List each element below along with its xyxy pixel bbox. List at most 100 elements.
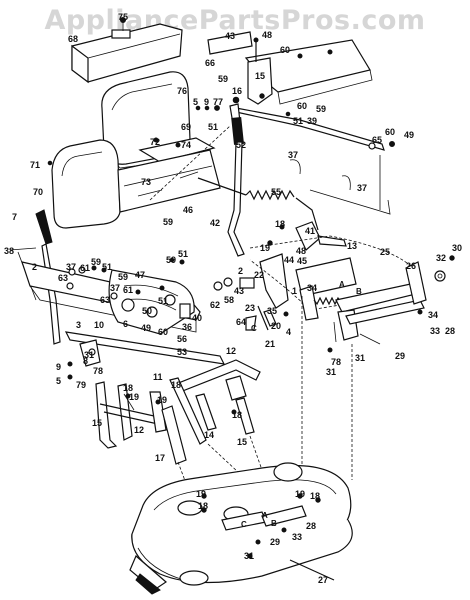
callout-56: 56: [177, 334, 187, 344]
callout-7: 7: [12, 212, 17, 222]
callout-B: B: [356, 287, 362, 296]
callout-41: 41: [305, 226, 315, 236]
callout-59: 59: [166, 255, 176, 265]
callout-72: 72: [150, 137, 160, 147]
callout-5: 5: [56, 376, 61, 386]
lift-lever: [149, 103, 245, 257]
callout-69: 69: [181, 122, 191, 132]
callout-37: 37: [110, 283, 120, 293]
callout-59: 59: [316, 104, 326, 114]
callout-60: 60: [280, 45, 290, 55]
watermark: AppliancePartsPros.com: [44, 5, 425, 36]
callout-73: 73: [141, 177, 151, 187]
callout-26: 26: [406, 261, 416, 271]
pivot-assembly: [213, 253, 289, 331]
callout-2: 2: [238, 266, 243, 276]
callout-44: 44: [284, 255, 294, 265]
callout-37: 37: [288, 150, 298, 160]
callout-37: 37: [357, 183, 367, 193]
callout-31: 31: [84, 350, 94, 360]
callout-71: 71: [30, 160, 40, 170]
callout-38: 38: [4, 246, 14, 256]
callout-37: 37: [66, 262, 76, 272]
callout-16: 16: [232, 86, 242, 96]
callout-77: 77: [213, 97, 223, 107]
callout-8: 8: [83, 356, 88, 366]
callout-45: 45: [297, 256, 307, 266]
callout-34: 34: [307, 283, 317, 293]
callout-79: 79: [76, 380, 86, 390]
callout-15: 15: [237, 437, 247, 447]
spring-linkage: [197, 155, 391, 251]
callout-19: 19: [129, 392, 139, 402]
callout-18: 18: [171, 380, 181, 390]
callout-34: 34: [428, 310, 438, 320]
callout-48: 48: [262, 30, 272, 40]
callout-27: 27: [318, 575, 328, 585]
callout-74: 74: [181, 140, 191, 150]
callout-12: 12: [226, 346, 236, 356]
callout-68: 68: [68, 34, 78, 44]
callout-49: 49: [404, 130, 414, 140]
callout-64: 64: [236, 317, 246, 327]
callout-35: 35: [267, 306, 277, 316]
callout-59: 59: [91, 257, 101, 267]
callout-51: 51: [293, 116, 303, 126]
callout-A: A: [262, 511, 268, 520]
callout-29: 29: [270, 537, 280, 547]
seat-assembly: [47, 17, 221, 229]
callout-28: 28: [445, 326, 455, 336]
callout-23: 23: [245, 303, 255, 313]
lower-linkage: [64, 331, 261, 465]
callout-39: 39: [307, 116, 317, 126]
callout-18: 18: [275, 219, 285, 229]
callout-31: 31: [326, 367, 336, 377]
callout-C: C: [241, 520, 247, 529]
callout-53: 53: [177, 347, 187, 357]
callout-76: 76: [177, 86, 187, 96]
callout-19: 19: [260, 243, 270, 253]
callout-5: 5: [193, 97, 198, 107]
callout-60: 60: [158, 327, 168, 337]
callout-18: 18: [123, 383, 133, 393]
callout-58: 58: [224, 295, 234, 305]
callout-78: 78: [93, 366, 103, 376]
mower-deck: [129, 462, 353, 595]
callout-22: 22: [254, 270, 264, 280]
callout-60: 60: [385, 127, 395, 137]
callout-30: 30: [452, 243, 462, 253]
callout-9: 9: [56, 362, 61, 372]
callout-51: 51: [102, 262, 112, 272]
callout-42: 42: [210, 218, 220, 228]
callout-4: 4: [286, 327, 291, 337]
callout-18: 18: [310, 491, 320, 501]
callout-10: 10: [94, 320, 104, 330]
callout-18: 18: [232, 410, 242, 420]
callout-52: 52: [236, 140, 246, 150]
callout-9: 9: [204, 97, 209, 107]
callout-11: 11: [153, 372, 163, 382]
callout-60: 60: [297, 101, 307, 111]
callout-21: 21: [265, 339, 275, 349]
callout-19: 19: [295, 489, 305, 499]
callout-65: 65: [372, 135, 382, 145]
callout-50: 50: [142, 306, 152, 316]
callout-62: 62: [210, 300, 220, 310]
callout-75: 75: [118, 12, 128, 22]
callout-59: 59: [218, 74, 228, 84]
callout-63: 63: [100, 295, 110, 305]
callout-17: 17: [155, 453, 165, 463]
callout-32: 32: [436, 253, 446, 263]
callout-51: 51: [158, 296, 168, 306]
callout-43: 43: [234, 286, 244, 296]
callout-29: 29: [395, 351, 405, 361]
callout-59: 59: [118, 272, 128, 282]
callout-40: 40: [192, 313, 202, 323]
callout-46: 46: [183, 205, 193, 215]
callout-70: 70: [33, 187, 43, 197]
callout-14: 14: [204, 430, 214, 440]
callout-15: 15: [255, 71, 265, 81]
callout-6: 6: [123, 319, 128, 329]
